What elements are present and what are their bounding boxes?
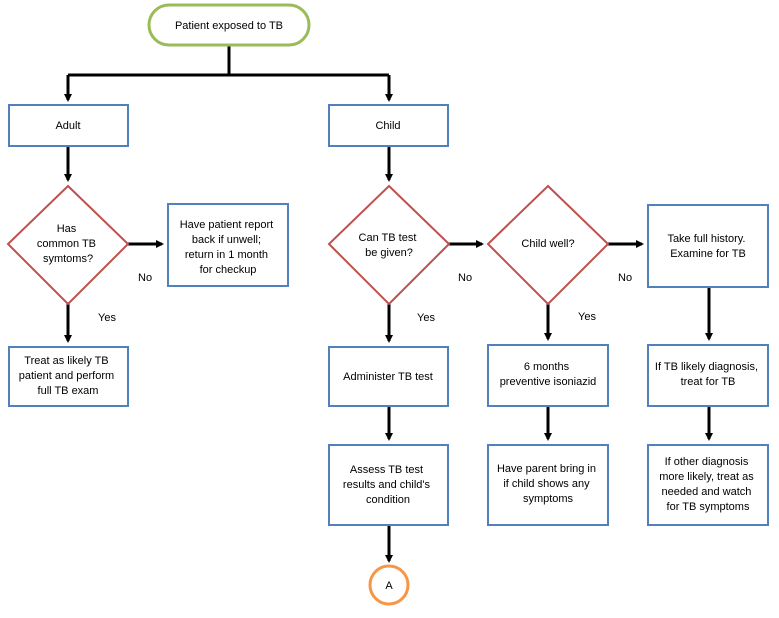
assess-results-label: Assess TB test results and child's condi… <box>343 464 433 506</box>
other-diagnosis-box <box>647 444 769 526</box>
adult-box-label: Adult <box>55 120 80 132</box>
assess-results-box <box>328 444 449 526</box>
start-node <box>147 3 311 47</box>
can-test-diamond <box>327 184 451 306</box>
label-adult-no: No <box>138 272 152 284</box>
other-diagnosis-label: If other diagnosis more likely, treat as… <box>659 456 757 513</box>
label-test-no: No <box>458 272 472 284</box>
child-box-label: Child <box>375 120 400 132</box>
parent-bring-label: Have parent bring in if child shows any … <box>497 463 599 505</box>
label-test-yes: Yes <box>417 312 435 324</box>
full-history-box <box>647 204 769 288</box>
adult-box <box>8 104 129 147</box>
connector-a-label: A <box>385 580 393 592</box>
label-well-no: No <box>618 272 632 284</box>
treat-adult-box <box>8 346 129 407</box>
administer-test-box <box>328 346 449 407</box>
isoniazid-label: 6 months preventive isoniazid <box>500 361 597 388</box>
parent-bring-box <box>487 444 609 526</box>
child-box <box>328 104 449 147</box>
adult-symptoms-diamond <box>6 184 130 306</box>
label-adult-yes: Yes <box>98 312 116 324</box>
edge-start-split <box>68 45 389 77</box>
can-test-label: Can TB test be given? <box>359 232 420 259</box>
adult-symptoms-label: Has common TB symtoms? <box>37 223 99 265</box>
isoniazid-box <box>487 344 609 407</box>
child-well-diamond <box>486 184 610 306</box>
treat-likely-label: If TB likely diagnosis, treat for TB <box>655 361 761 388</box>
start-node-label: Patient exposed to TB <box>175 20 283 32</box>
connector-a <box>368 564 410 606</box>
treat-likely-box <box>647 344 769 407</box>
full-history-label: Take full history. Examine for TB <box>667 233 748 260</box>
treat-adult-label: Treat as likely TB patient and perform f… <box>19 355 117 397</box>
report-back-box <box>167 203 289 287</box>
label-well-yes: Yes <box>578 311 596 323</box>
report-back-label: Have patient report back if unwell; retu… <box>180 219 277 276</box>
administer-test-label: Administer TB test <box>343 371 433 383</box>
child-well-label: Child well? <box>521 238 574 250</box>
